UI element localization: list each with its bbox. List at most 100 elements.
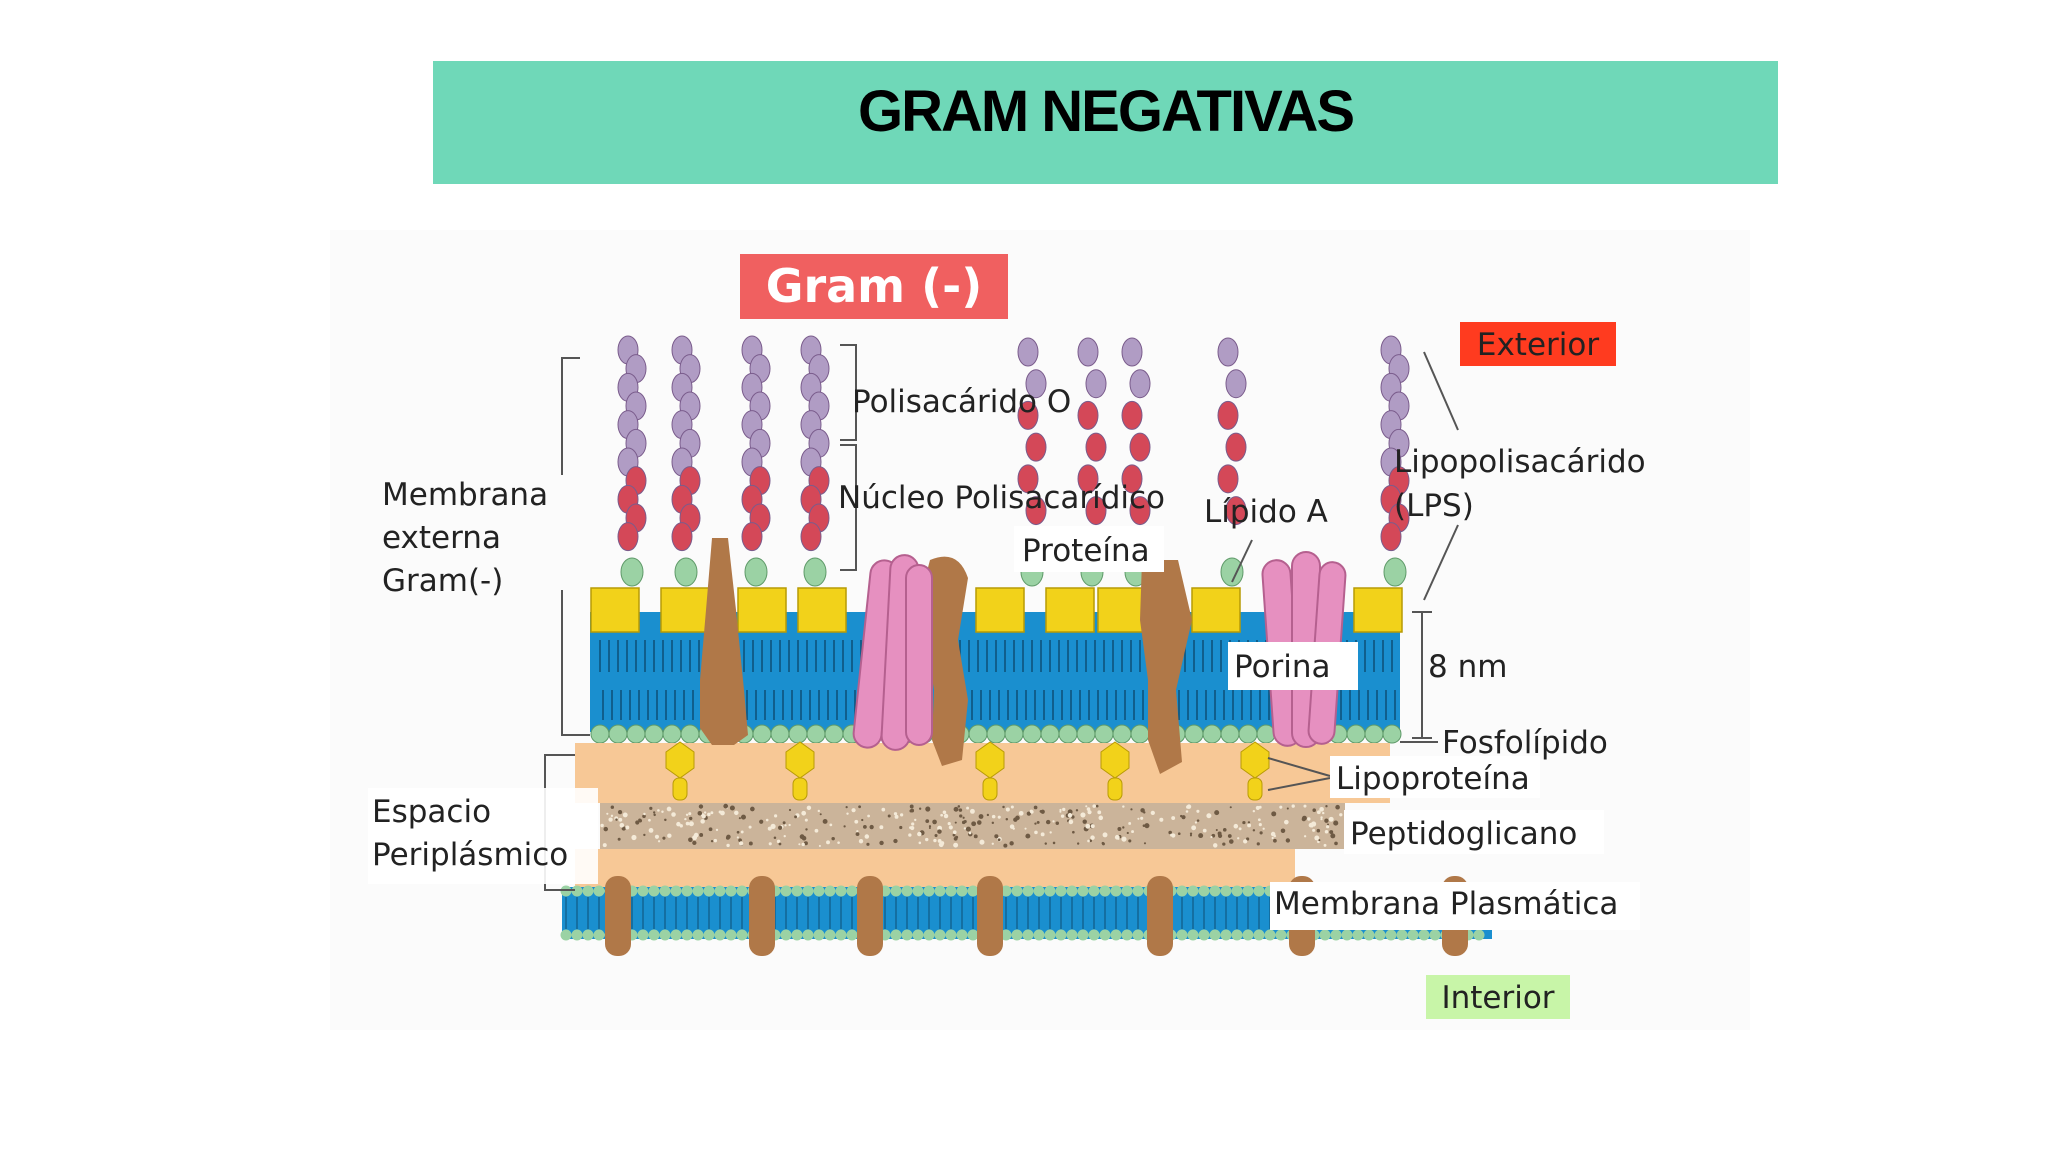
lps-core-sugar — [674, 557, 698, 587]
peptidoglycan-speckle — [1095, 804, 1099, 808]
plasma-head-top — [813, 885, 825, 897]
peptidoglycan-speckle — [971, 821, 977, 827]
peptidoglycan-speckle — [858, 805, 862, 809]
peptidoglycan-speckle — [845, 806, 848, 809]
peptidoglycan-speckle — [806, 805, 812, 811]
peptidoglycan-speckle — [657, 809, 660, 812]
peptidoglycan-speckle — [726, 843, 730, 848]
plasma-head-bottom — [934, 929, 946, 941]
plasma-head-top — [802, 885, 814, 897]
peptidoglycan-speckle — [1215, 828, 1218, 832]
peptidoglycan-speckle — [1177, 832, 1181, 836]
peptidoglycan-speckle — [738, 838, 742, 843]
plasma-head-bottom — [703, 929, 715, 941]
proteina-label-box — [1014, 526, 1164, 572]
phospholipid-head — [1094, 724, 1114, 744]
lps-sugar — [1129, 369, 1151, 399]
plasma-head-top — [923, 885, 935, 897]
peptidoglycan-speckle — [768, 842, 772, 846]
peptidoglycan-speckle — [1270, 831, 1276, 837]
periplasm-label-box — [368, 788, 598, 884]
peptidoglycan-speckle — [1316, 828, 1321, 833]
peptidoglycan-speckle — [1092, 804, 1096, 808]
label-lps-1: Lipopolisacárido — [1394, 444, 1646, 480]
slide-title: GRAM NEGATIVAS — [857, 79, 1355, 144]
lps-sugar — [741, 522, 763, 552]
peptidoglycan-speckle — [958, 808, 963, 812]
peptidoglicano-label-box — [1344, 810, 1604, 854]
peptidoglycan-speckle — [1247, 823, 1252, 828]
peptidoglycan-speckle — [1320, 818, 1323, 821]
lipoprotein-anchor — [672, 777, 688, 801]
peptidoglycan-speckle — [858, 839, 864, 844]
plasma-head-bottom — [1066, 929, 1078, 941]
peptidoglycan-speckle — [1308, 822, 1314, 828]
interior-tag: Interior — [1441, 980, 1554, 1016]
peptidoglycan-speckle — [908, 833, 912, 837]
plasma-head-top — [780, 885, 792, 897]
peptidoglycan-speckle — [666, 806, 672, 812]
plasma-head-top — [714, 885, 726, 897]
peptidoglycan-speckle — [1140, 816, 1144, 820]
peptidoglycan-speckle — [1307, 817, 1311, 821]
peptidoglycan-speckle — [1217, 831, 1222, 836]
lipid-a-block — [975, 587, 1025, 633]
plasma-head-bottom — [1330, 929, 1342, 941]
plasma-head-bottom — [1396, 929, 1408, 941]
peptidoglycan-speckle — [765, 818, 769, 822]
peptidoglycan-speckle — [887, 814, 891, 818]
peptidoglycan-speckle — [1130, 808, 1133, 811]
peptidoglycan-speckle — [1009, 824, 1015, 829]
lipid-a-block — [1353, 587, 1403, 633]
peptidoglycan-speckle — [925, 819, 930, 823]
label-lps-2: (LPS) — [1394, 488, 1474, 524]
peptidoglycan-speckle — [688, 821, 694, 827]
peptidoglycan-speckle — [994, 834, 999, 839]
lps-sugar — [1017, 464, 1039, 494]
peptidoglycan-speckle — [991, 842, 994, 845]
lipoprotein-anchor — [982, 777, 998, 801]
peptidoglycan-speckle — [625, 825, 630, 830]
plasma-head-bottom — [1110, 929, 1122, 941]
peptidoglycan-speckle — [788, 808, 792, 812]
thickness-bar — [1412, 611, 1432, 739]
peptidoglycan-speckle — [1086, 807, 1091, 811]
lps-sugar — [1129, 432, 1151, 462]
peptidoglycan-speckle — [1045, 819, 1051, 825]
peptidoglycan-speckle — [1010, 805, 1014, 809]
peptidoglycan-speckle — [1330, 833, 1336, 839]
peptidoglycan-speckle — [1196, 819, 1200, 822]
peptidoglycan-speckle — [713, 838, 718, 843]
peptidoglycan-speckle — [829, 823, 833, 827]
peptidoglycan-speckle — [1326, 825, 1330, 829]
lipoprotein-head — [975, 741, 1005, 779]
peptidoglycan-speckle — [1029, 809, 1033, 813]
lipoprotein-head — [1100, 741, 1130, 779]
peptidoglycan-speckle — [1286, 807, 1289, 810]
plasma-head-bottom — [945, 929, 957, 941]
peptidoglycan-speckle — [736, 836, 739, 839]
peptidoglycan-speckle — [1318, 839, 1321, 842]
plasma-head-bottom — [1099, 929, 1111, 941]
peptidoglycan-speckle — [710, 811, 714, 815]
peptidoglycan-speckle — [1325, 805, 1328, 808]
lps-sugar — [1121, 337, 1143, 367]
plasma-membrane-protein — [1147, 876, 1173, 956]
peptidoglycan-speckle — [631, 834, 637, 841]
peptidoglycan-speckle — [856, 830, 859, 833]
peptidoglycan-speckle — [954, 821, 957, 824]
peptidoglycan-speckle — [1087, 810, 1092, 815]
peptidoglycan-speckle — [1189, 832, 1193, 835]
transmembrane-protein-1 — [700, 538, 748, 745]
plasma-head-bottom — [912, 929, 924, 941]
label-proteina: Proteína — [1022, 533, 1150, 569]
peptidoglycan-speckle — [1262, 827, 1265, 830]
peptidoglycan-speckle — [1242, 820, 1246, 825]
peptidoglycan-speckle — [1080, 812, 1086, 818]
peptidoglycan-speckle — [606, 812, 609, 815]
lps-sugar — [1121, 400, 1143, 430]
phospholipid-head — [1004, 724, 1024, 744]
peptidoglycan-speckle — [736, 830, 740, 834]
plasma-head-bottom — [846, 929, 858, 941]
peptidoglycan-speckle — [600, 823, 604, 828]
